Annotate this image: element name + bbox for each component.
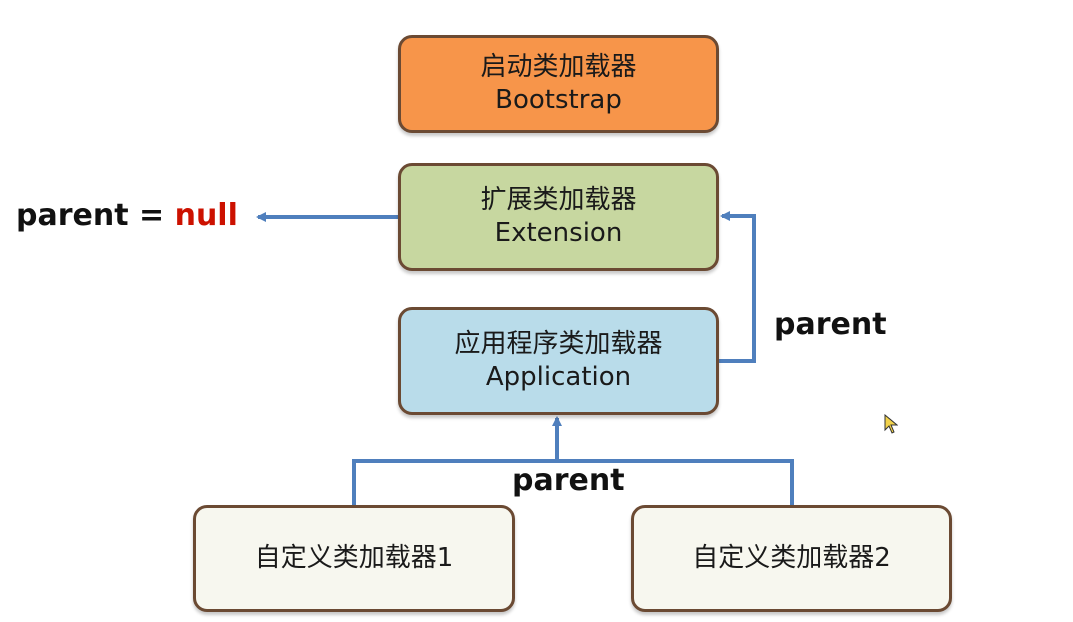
bootstrap-loader-cn-label: 启动类加载器	[480, 52, 637, 82]
parent-null-prefix: parent =	[16, 198, 175, 233]
application-loader-en-label: Application	[485, 362, 632, 392]
custom-loader-1-node: 自定义类加载器1	[193, 505, 515, 612]
parent-application-label: parent	[512, 463, 625, 498]
application-loader-cn-label: 应用程序类加载器	[454, 329, 663, 359]
connector-custom-branches	[352, 459, 794, 506]
parent-null-label: parent = null	[16, 198, 238, 234]
application-loader-node: 应用程序类加载器 Application	[398, 307, 719, 415]
mouse-pointer-icon	[884, 414, 898, 434]
custom-loader-2-label: 自定义类加载器2	[692, 543, 891, 573]
arrow-application-to-extension	[719, 211, 756, 363]
bootstrap-loader-node: 启动类加载器 Bootstrap	[398, 35, 719, 133]
parent-null-value: null	[174, 198, 238, 233]
custom-loader-1-label: 自定义类加载器1	[254, 543, 454, 573]
extension-loader-en-label: Extension	[494, 218, 623, 248]
extension-loader-cn-label: 扩展类加载器	[480, 185, 637, 215]
custom-loader-2-node: 自定义类加载器2	[631, 505, 952, 612]
parent-extension-label: parent	[774, 307, 887, 342]
extension-loader-node: 扩展类加载器 Extension	[398, 163, 719, 271]
bootstrap-loader-en-label: Bootstrap	[495, 85, 622, 115]
